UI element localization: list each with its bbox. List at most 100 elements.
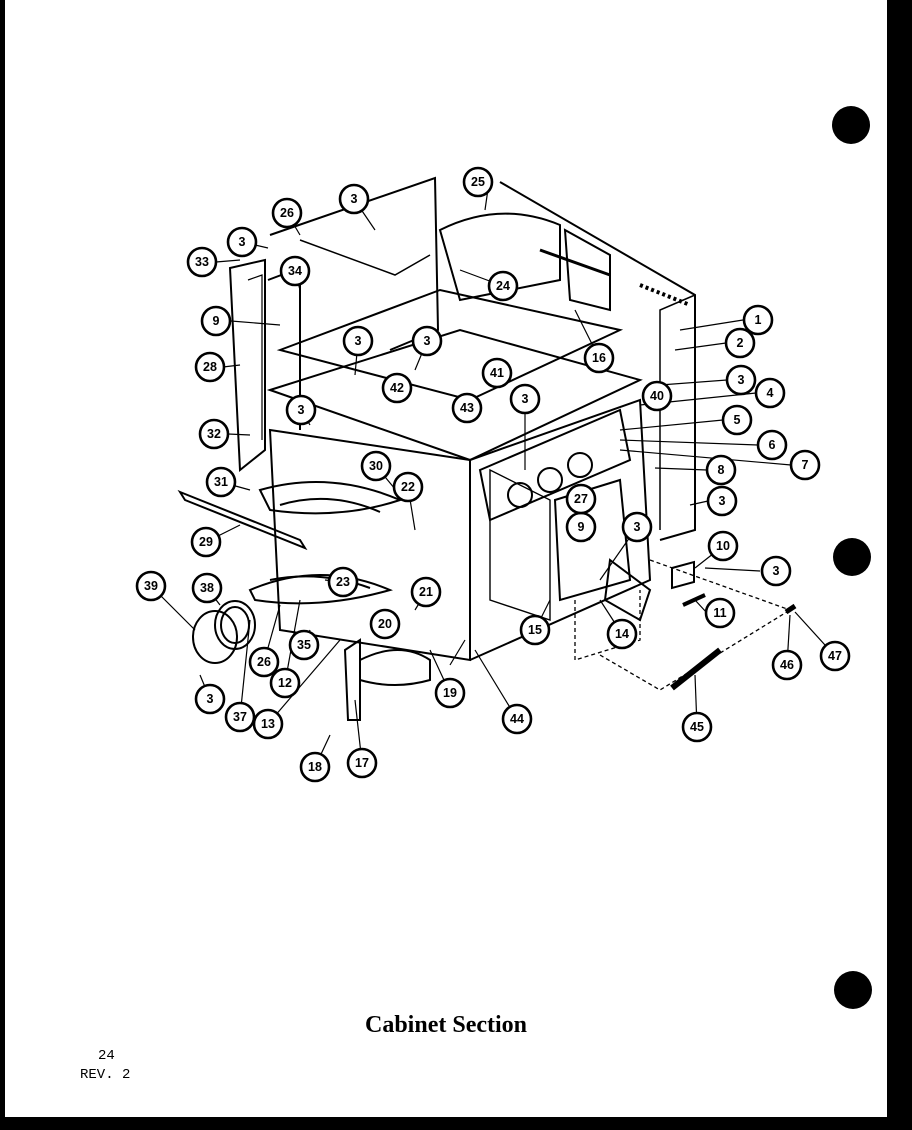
callout-41: 41 [481,357,513,389]
callout-29: 29 [190,526,222,558]
revision-label: REV. 2 [80,1067,131,1083]
svg-text:2: 2 [737,336,744,350]
callout-16: 16 [583,342,615,374]
callout-3d: 3 [342,325,374,357]
callout-3b: 3 [338,183,370,215]
svg-text:1: 1 [755,313,762,327]
callout-9b: 9 [200,305,232,337]
svg-text:18: 18 [308,760,322,774]
svg-text:3: 3 [355,334,362,348]
callout-3c: 3 [226,226,258,258]
callout-24: 24 [487,270,519,302]
svg-text:42: 42 [390,381,404,395]
svg-text:3: 3 [719,494,726,508]
svg-text:29: 29 [199,535,213,549]
callout-4: 4 [754,377,786,409]
svg-text:6: 6 [769,438,776,452]
svg-text:3: 3 [773,564,780,578]
callout-19: 19 [434,677,466,709]
diagram-title: Cabinet Section [365,1012,527,1038]
callout-22: 22 [392,471,424,503]
callout-38: 38 [191,572,223,604]
svg-text:41: 41 [490,366,504,380]
callout-30: 30 [360,450,392,482]
svg-text:26: 26 [280,206,294,220]
callout-3j: 3 [760,555,792,587]
callout-31: 31 [205,466,237,498]
callout-26b: 26 [248,646,280,678]
callout-3: 3 [725,364,757,396]
svg-text:37: 37 [233,710,247,724]
svg-text:12: 12 [278,676,292,690]
svg-text:28: 28 [203,360,217,374]
svg-text:7: 7 [802,458,809,472]
callout-12: 12 [269,667,301,699]
svg-text:21: 21 [419,585,433,599]
svg-text:44: 44 [510,712,524,726]
callout-1: 1 [742,304,774,336]
svg-text:3: 3 [351,192,358,206]
callout-46: 46 [771,649,803,681]
callout-17: 17 [346,747,378,779]
svg-text:5: 5 [734,413,741,427]
svg-text:3: 3 [207,692,214,706]
binder-hole-middle [833,538,871,576]
callout-11: 11 [704,597,736,629]
svg-text:17: 17 [355,756,369,770]
svg-text:3: 3 [298,403,305,417]
svg-text:10: 10 [716,539,730,553]
svg-text:24: 24 [496,279,510,293]
callout-33: 33 [186,246,218,278]
svg-text:14: 14 [615,627,629,641]
callout-7: 7 [789,449,821,481]
svg-text:40: 40 [650,389,664,403]
callout-3k: 3 [194,683,226,715]
paper-page [5,0,887,1117]
callout-3f: 3 [509,383,541,415]
svg-text:39: 39 [144,579,158,593]
page-number: 24 [98,1048,115,1064]
callout-20: 20 [369,608,401,640]
callout-14: 14 [606,618,638,650]
callout-21: 21 [410,576,442,608]
callout-26: 26 [271,197,303,229]
svg-text:9: 9 [213,314,220,328]
callout-5: 5 [721,404,753,436]
callout-44: 44 [501,703,533,735]
svg-text:33: 33 [195,255,209,269]
callout-3g: 3 [285,394,317,426]
svg-text:35: 35 [297,638,311,652]
callout-13: 13 [252,708,284,740]
callout-15: 15 [519,614,551,646]
svg-text:22: 22 [401,480,415,494]
svg-text:46: 46 [780,658,794,672]
svg-text:16: 16 [592,351,606,365]
callout-8: 8 [705,454,737,486]
callout-2: 2 [724,327,756,359]
binder-hole-top [832,106,870,144]
svg-text:15: 15 [528,623,542,637]
callout-37: 37 [224,701,256,733]
callout-3h: 3 [706,485,738,517]
svg-text:31: 31 [214,475,228,489]
callout-32: 32 [198,418,230,450]
callout-6: 6 [756,429,788,461]
callout-42: 42 [381,372,413,404]
callout-45: 45 [681,711,713,743]
svg-text:3: 3 [239,235,246,249]
svg-text:19: 19 [443,686,457,700]
callout-35: 35 [288,629,320,661]
svg-text:4: 4 [767,386,774,400]
svg-text:13: 13 [261,717,275,731]
binder-hole-bottom [834,971,872,1009]
svg-text:32: 32 [207,427,221,441]
svg-text:25: 25 [471,175,485,189]
callout-47: 47 [819,640,851,672]
svg-text:8: 8 [718,463,725,477]
callout-39: 39 [135,570,167,602]
callout-3i: 3 [621,511,653,543]
svg-text:38: 38 [200,581,214,595]
svg-text:27: 27 [574,492,588,506]
